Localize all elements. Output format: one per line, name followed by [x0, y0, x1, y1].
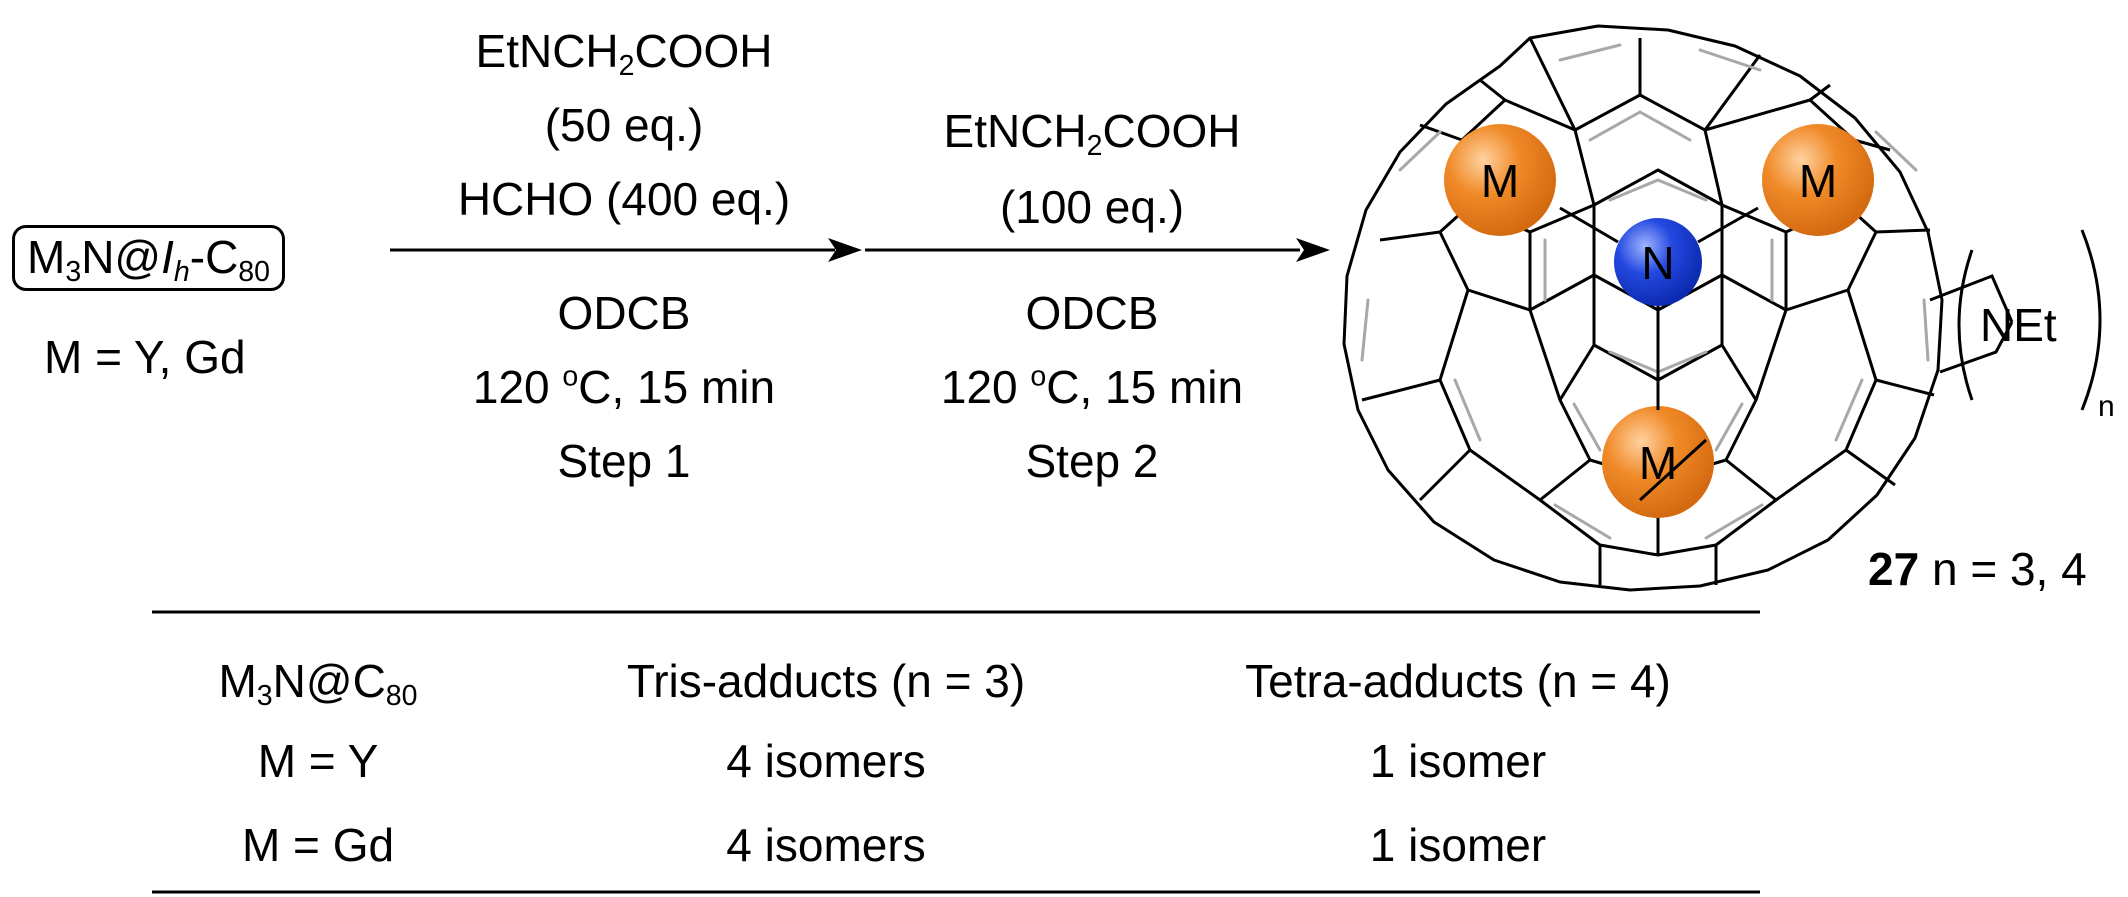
metal-atom-bottom [1602, 406, 1714, 518]
step2-r1-sub: 2 [1086, 129, 1103, 162]
reactant-ih-i: I [161, 231, 174, 283]
table-header-col1: M3N@C80 [218, 655, 417, 710]
reactant-ih-h: h [173, 255, 190, 288]
table-header-col3: Tetra-adducts (n = 4) [1245, 655, 1671, 707]
step1-temp-pre: 120 [472, 361, 563, 413]
table-header-sub3: 3 [256, 679, 273, 712]
table-header-sub80: 80 [385, 679, 418, 712]
step2-solvent: ODCB [1025, 287, 1159, 339]
step1-r1-sub: 2 [618, 49, 635, 82]
reactant-sub80: 80 [238, 255, 271, 288]
step1-reagent-1: EtNCH2COOH [475, 25, 773, 80]
step1-r1-post: COOH [634, 25, 773, 77]
reactant-metal: M [27, 231, 66, 283]
repeat-subscript-n: n [2098, 390, 2115, 423]
reactant-formula: M3N@Ih-C80 [12, 225, 286, 291]
table-row-2-tris: 4 isomers [726, 819, 926, 871]
table-row-1-tetra: 1 isomer [1369, 735, 1547, 787]
table-header-col2: Tris-adducts (n = 3) [626, 655, 1026, 707]
reaction-arrow-step2 [865, 238, 1330, 262]
n-m-bonds [1559, 206, 1759, 410]
step1-temp-sup: o [562, 360, 579, 393]
table-header-nat: N@C [272, 655, 386, 707]
step1-temperature: 120 oC, 15 min [472, 361, 776, 413]
nitrogen-label: N [1641, 237, 1675, 289]
step2-r1-pre: EtNCH [943, 105, 1087, 157]
step2-reagent-1-eq: (100 eq.) [999, 181, 1185, 233]
metal-label-left: M [1480, 155, 1520, 207]
step2-temp-sup: o [1030, 360, 1047, 393]
step1-temp-post: C, 15 min [578, 361, 776, 413]
compound-label: 27 n = 3, 4 [1868, 546, 2087, 592]
step2-temp-pre: 120 [940, 361, 1031, 413]
step2-temp-post: C, 15 min [1046, 361, 1244, 413]
reaction-arrow-step1 [390, 238, 862, 262]
step1-reagent-1-eq: (50 eq.) [544, 99, 704, 151]
table-row-2-metal: M = Gd [241, 819, 395, 871]
pyrrolidine-addend [1929, 229, 2102, 411]
pyrrolidine-label: NEt [1980, 299, 2057, 351]
reactant-dash-c: -C [189, 231, 239, 283]
step1-solvent: ODCB [557, 287, 691, 339]
step2-temperature: 120 oC, 15 min [940, 361, 1244, 413]
table-row-1-tris: 4 isomers [726, 735, 926, 787]
reactant-n-at: N@ [81, 231, 162, 283]
compound-suffix: n = 3, 4 [1919, 543, 2087, 595]
metal-label-bottom: M [1638, 437, 1678, 489]
cage-bond-overlay [1638, 438, 1708, 502]
table-row-2-tetra: 1 isomer [1369, 819, 1547, 871]
metal-label-right: M [1798, 155, 1838, 207]
step1-reagent-2: HCHO (400 eq.) [457, 173, 791, 225]
compound-number: 27 [1868, 543, 1920, 595]
step1-label: Step 1 [557, 435, 691, 487]
metal-atom-right [1762, 124, 1874, 236]
table-row-1-metal: M = Y [257, 735, 379, 787]
table-header-m: M [218, 655, 257, 707]
step1-r1-pre: EtNCH [475, 25, 619, 77]
step2-r1-post: COOH [1102, 105, 1241, 157]
nitrogen-atom [1614, 218, 1702, 306]
step2-label: Step 2 [1025, 435, 1159, 487]
reactant-sub3: 3 [65, 255, 82, 288]
step2-reagent-1: EtNCH2COOH [943, 105, 1241, 160]
reactant-metals: M = Y, Gd [44, 331, 246, 383]
metal-atom-left [1444, 124, 1556, 236]
